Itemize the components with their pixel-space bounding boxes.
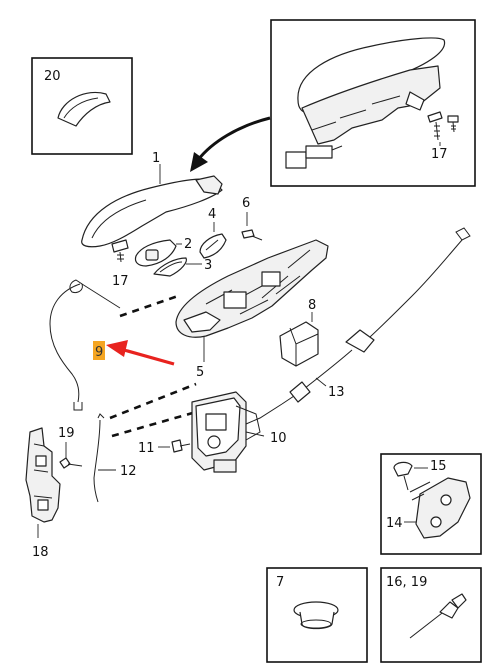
callout-5: 5 [196,365,204,380]
inset-box-handle-detail: 17 [270,19,476,187]
part-10-lock: 10 [191,391,287,473]
part-12-rod: 12 [93,413,137,503]
callout-14: 14 [386,516,403,531]
inset-box-20: 20 [31,57,133,155]
handle-cap-icon [57,91,111,127]
rivet-icon [409,593,467,639]
callout-9: 9 [95,345,103,360]
part-5-carrier: 5 [175,239,329,380]
callout-10: 10 [270,431,287,446]
callout-17: 17 [112,274,129,289]
inset-box-16-19: 16, 19 [380,567,482,663]
callout-3: 3 [204,258,212,273]
screw-17-inset-icon [427,111,459,141]
grommet-icon [293,601,339,630]
inset-box-7: 7 [266,567,368,663]
connection-lines [109,294,197,438]
callout-12: 12 [120,464,137,479]
callout-16-19: 16, 19 [386,575,427,590]
callout-13: 13 [328,385,345,400]
handle-detail-icon [285,37,446,169]
hinge-part-icon [393,461,471,539]
part-11-screw: 11 [138,439,191,456]
callout-20: 20 [44,69,61,84]
part-13-cable: 13 [245,227,471,425]
part-9-cable [49,279,121,411]
callout-9-highlight: 9 [93,341,105,360]
callout-2: 2 [184,237,192,252]
inset-box-14-15: 15 14 [380,453,482,555]
callout-4: 4 [208,207,216,222]
callout-6: 6 [242,196,250,211]
callout-17-inset: 17 [431,147,448,162]
part-19-rivet: 19 [58,426,83,469]
part-2-cover: 2 [134,237,192,267]
callout-19: 19 [58,426,75,441]
callout-11: 11 [138,441,155,456]
part-8-cover: 8 [279,298,319,367]
part-1-outer-handle: 1 [81,151,223,248]
reference-arrow [190,116,271,172]
part-4-gasket: 4 [199,207,227,259]
part-3-gasket: 3 [153,257,212,277]
callout-15: 15 [430,459,447,474]
callout-8: 8 [308,298,316,313]
callout-7: 7 [276,575,284,590]
callout-18: 18 [32,545,49,560]
screw-17-icon: 17 [111,239,129,289]
red-pointer-arrow [106,340,175,366]
part-6-screw: 6 [241,196,263,241]
callout-1: 1 [152,151,160,166]
part-18-bracket: 18 [25,427,61,560]
